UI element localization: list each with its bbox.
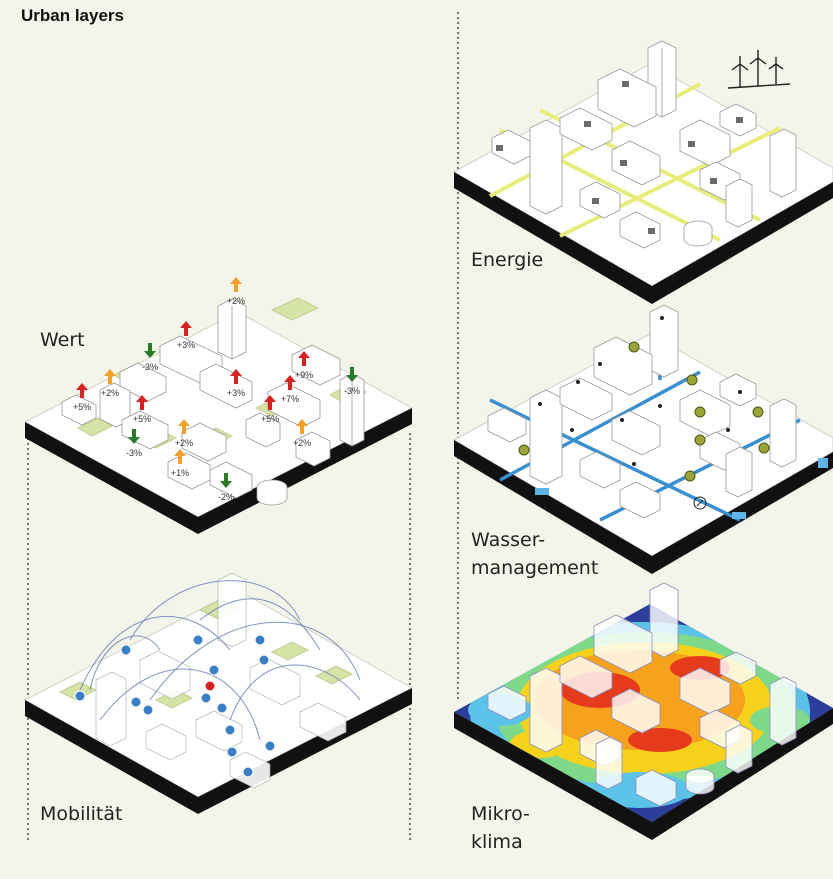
arrow-up-icon xyxy=(298,351,310,366)
value-marker: +3% xyxy=(177,321,195,350)
arrow-up-icon xyxy=(296,419,308,434)
pump-icon xyxy=(693,496,707,510)
arrow-up-icon xyxy=(104,369,116,384)
value-marker-label: -3% xyxy=(142,362,158,372)
arrow-down-icon xyxy=(144,343,156,358)
mobility-pin-icons xyxy=(74,634,276,778)
arrow-up-icon xyxy=(264,395,276,410)
value-marker-label: +5% xyxy=(261,414,279,424)
arrow-up-icon xyxy=(230,277,242,292)
value-marker: +2% xyxy=(227,277,245,306)
value-marker-label: +3% xyxy=(227,388,245,398)
mobilitaet-panel xyxy=(23,572,414,814)
value-marker: +2% xyxy=(293,419,311,448)
water-tank-icons xyxy=(518,341,770,482)
arrow-up-icon xyxy=(76,383,88,398)
value-marker: +5% xyxy=(73,383,91,412)
value-marker-label: +2% xyxy=(175,438,193,448)
value-marker-label: +5% xyxy=(133,414,151,424)
mobilitaet-label: Mobilität xyxy=(40,803,123,825)
value-marker-label: -3% xyxy=(344,386,360,396)
mikroklima-label-line1: Mikro- xyxy=(471,803,530,825)
value-marker-label: +3% xyxy=(177,340,195,350)
value-marker-label: +7% xyxy=(281,394,299,404)
value-marker-label: +9% xyxy=(295,370,313,380)
arrow-up-icon xyxy=(230,369,242,384)
value-marker: +5% xyxy=(133,395,151,424)
value-marker-label: -2% xyxy=(218,492,234,502)
value-marker: -2% xyxy=(218,473,234,502)
value-marker-label: +2% xyxy=(101,388,119,398)
arrow-up-icon xyxy=(174,449,186,464)
value-marker-label: -3% xyxy=(126,448,142,458)
energie-label: Energie xyxy=(471,249,544,271)
mikroklima-label: Mikro- klima xyxy=(471,800,530,856)
page-title: Urban layers xyxy=(21,6,124,25)
value-marker: +1% xyxy=(171,449,189,478)
wert-label: Wert xyxy=(40,329,85,351)
arrow-down-icon xyxy=(128,429,140,444)
wind-turbine-icon xyxy=(727,50,791,89)
wert-panel: +2%+3%-3%+2%+5%+5%+3%+9%-3%+7%+5%+2%-3%+… xyxy=(23,277,414,534)
value-marker: +2% xyxy=(101,369,119,398)
value-marker-label: +2% xyxy=(293,438,311,448)
value-marker-label: +5% xyxy=(73,402,91,412)
value-markers: +2%+3%-3%+2%+5%+5%+3%+9%-3%+7%+5%+2%-3%+… xyxy=(73,277,360,502)
value-marker: +7% xyxy=(281,375,299,404)
value-marker: -3% xyxy=(344,367,360,396)
value-marker-label: +1% xyxy=(171,468,189,478)
value-marker: +5% xyxy=(261,395,279,424)
arrow-up-icon xyxy=(178,419,190,434)
energie-panel xyxy=(452,40,833,304)
value-marker: +2% xyxy=(175,419,193,448)
value-marker: +3% xyxy=(227,369,245,398)
arrow-up-icon xyxy=(284,375,296,390)
value-marker: -3% xyxy=(126,429,142,458)
mikroklima-label-line2: klima xyxy=(471,831,523,853)
arrow-down-icon xyxy=(220,473,232,488)
wassermanagement-label-line2: management xyxy=(471,557,599,579)
drop-marker-icons xyxy=(538,316,742,466)
wassermanagement-label: Wasser- management xyxy=(471,526,598,582)
value-marker-label: +2% xyxy=(227,296,245,306)
wassermanagement-panel xyxy=(452,304,833,574)
arrow-down-icon xyxy=(346,367,358,382)
arrow-up-icon xyxy=(136,395,148,410)
energy-device-icons xyxy=(496,81,743,234)
value-marker: -3% xyxy=(142,343,158,372)
arrow-up-icon xyxy=(180,321,192,336)
value-marker: +9% xyxy=(295,351,313,380)
wassermanagement-label-line1: Wasser- xyxy=(471,529,546,551)
